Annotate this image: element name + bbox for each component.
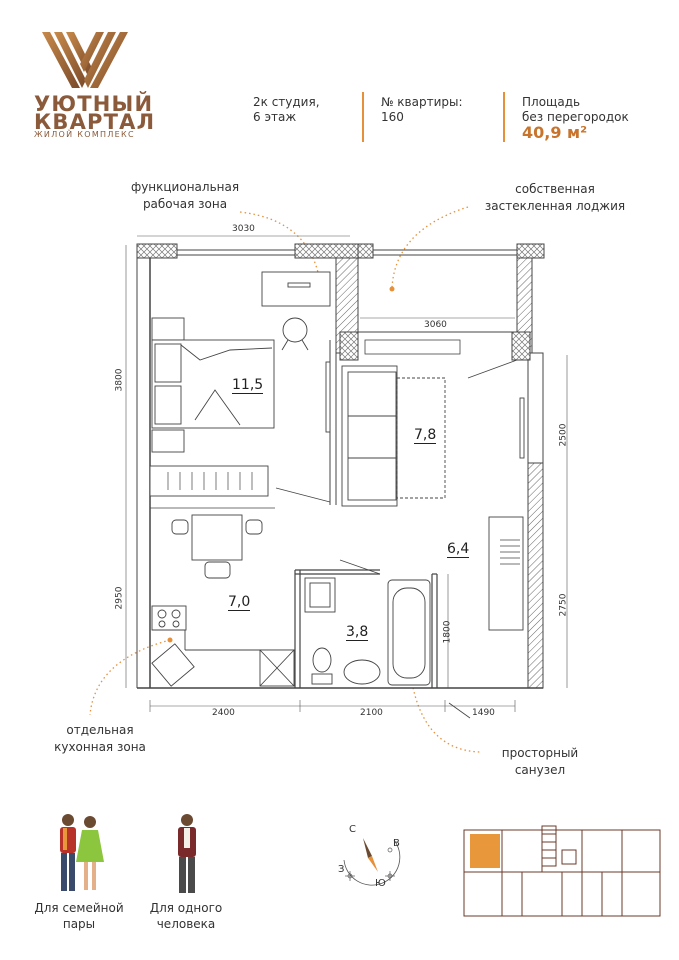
desk <box>261 271 331 307</box>
wardrobe <box>149 465 269 497</box>
dim-left-upper: 3800 <box>114 368 125 392</box>
couple-caption: Для семейной пары <box>24 900 134 932</box>
kitchen-zone-label-line1: отдельная <box>66 723 134 737</box>
loggia-label-line2: застекленная лоджия <box>484 199 626 213</box>
area-block: Площадь без перегородок 40,9 м² <box>522 95 629 142</box>
tv <box>325 361 331 433</box>
brand-name-line2: КВАРТАЛ <box>34 110 156 134</box>
dimension-lines <box>125 235 568 712</box>
room-area-bath: 3,8 <box>346 624 369 641</box>
hall-wardrobe <box>488 516 524 631</box>
stove <box>151 605 187 631</box>
apartment-number-label: № квартиры: <box>381 95 463 109</box>
compass-south: Ю <box>375 878 386 889</box>
brand-name-line1: УЮТНЫЙ <box>34 92 154 116</box>
single-person-icon <box>178 814 196 893</box>
dim-top: 3030 <box>232 224 255 234</box>
office-chair <box>282 317 308 343</box>
work-zone-label-line2: рабочая зона <box>142 197 228 211</box>
single-caption-line2: человека <box>156 917 216 931</box>
dim-bath-height: 1800 <box>442 620 453 644</box>
kitchen-sink <box>151 643 195 687</box>
work-zone-label-line1: функциональная <box>130 180 240 194</box>
dim-bottom-1: 2400 <box>212 708 235 718</box>
couple-caption-line2: пары <box>62 917 96 931</box>
bathroom-label: просторный санузел <box>470 745 610 779</box>
area-label-line1: Площадь <box>522 95 581 109</box>
nightstand <box>151 429 185 453</box>
work-zone-label: функциональная рабочая зона <box>110 179 260 213</box>
loggia-label: собственная застекленная лоджия <box>470 181 640 215</box>
nightstand <box>151 317 185 341</box>
apartment-number: 160 <box>381 110 404 124</box>
logo-mark-icon <box>42 32 128 88</box>
dim-left-lower: 2950 <box>114 586 125 610</box>
kitchen-zone-label: отдельная кухонная зона <box>30 722 170 756</box>
room-area-living: 7,8 <box>414 427 437 444</box>
apartment-type-line2: 6 этаж <box>253 110 297 124</box>
apartment-type: 2к студия, 6 этаж <box>253 95 320 125</box>
single-caption-line1: Для одного <box>149 901 223 915</box>
apartment-number-block: № квартиры: 160 <box>381 95 463 125</box>
area-label-line2: без перегородок <box>522 110 629 124</box>
compass-east: В <box>393 838 400 849</box>
dim-bottom-3: 1490 <box>472 708 495 718</box>
furniture <box>149 271 525 687</box>
couple-caption-line1: Для семейной <box>34 901 124 915</box>
dim-bottom-2: 2100 <box>360 708 383 718</box>
sofa-extension <box>396 377 446 499</box>
bath-sink <box>343 659 381 685</box>
dim-loggia: 3060 <box>424 320 447 330</box>
dining-table <box>191 514 243 561</box>
compass-north: С <box>349 824 356 835</box>
couple-icon <box>60 814 104 891</box>
compass-icon <box>343 838 401 886</box>
dim-right-upper: 2500 <box>558 423 569 447</box>
toilet <box>312 647 332 673</box>
room-area-kitchen: 7,0 <box>228 594 251 611</box>
leader-lines <box>89 206 481 753</box>
bathroom-label-line2: санузел <box>514 763 566 777</box>
dim-right-lower: 2750 <box>558 593 569 617</box>
room-area-bedroom: 11,5 <box>232 377 264 394</box>
current-apartment-highlight <box>470 834 500 868</box>
loggia-label-line1: собственная <box>515 182 595 196</box>
room-area-hall: 6,4 <box>447 541 470 558</box>
brand-subtitle: ЖИЛОЙ КОМПЛЕКС <box>34 130 135 139</box>
floor-key-plan <box>463 825 661 917</box>
header-divider <box>362 92 364 142</box>
compass-west: З <box>338 864 345 875</box>
apartment-type-line1: 2к студия, <box>253 95 320 109</box>
area-value: 40,9 м² <box>522 123 588 142</box>
header-divider <box>503 92 505 142</box>
bathroom-label-line1: просторный <box>501 746 579 760</box>
kitchen-zone-label-line2: кухонная зона <box>54 740 146 754</box>
single-caption: Для одного человека <box>136 900 236 932</box>
